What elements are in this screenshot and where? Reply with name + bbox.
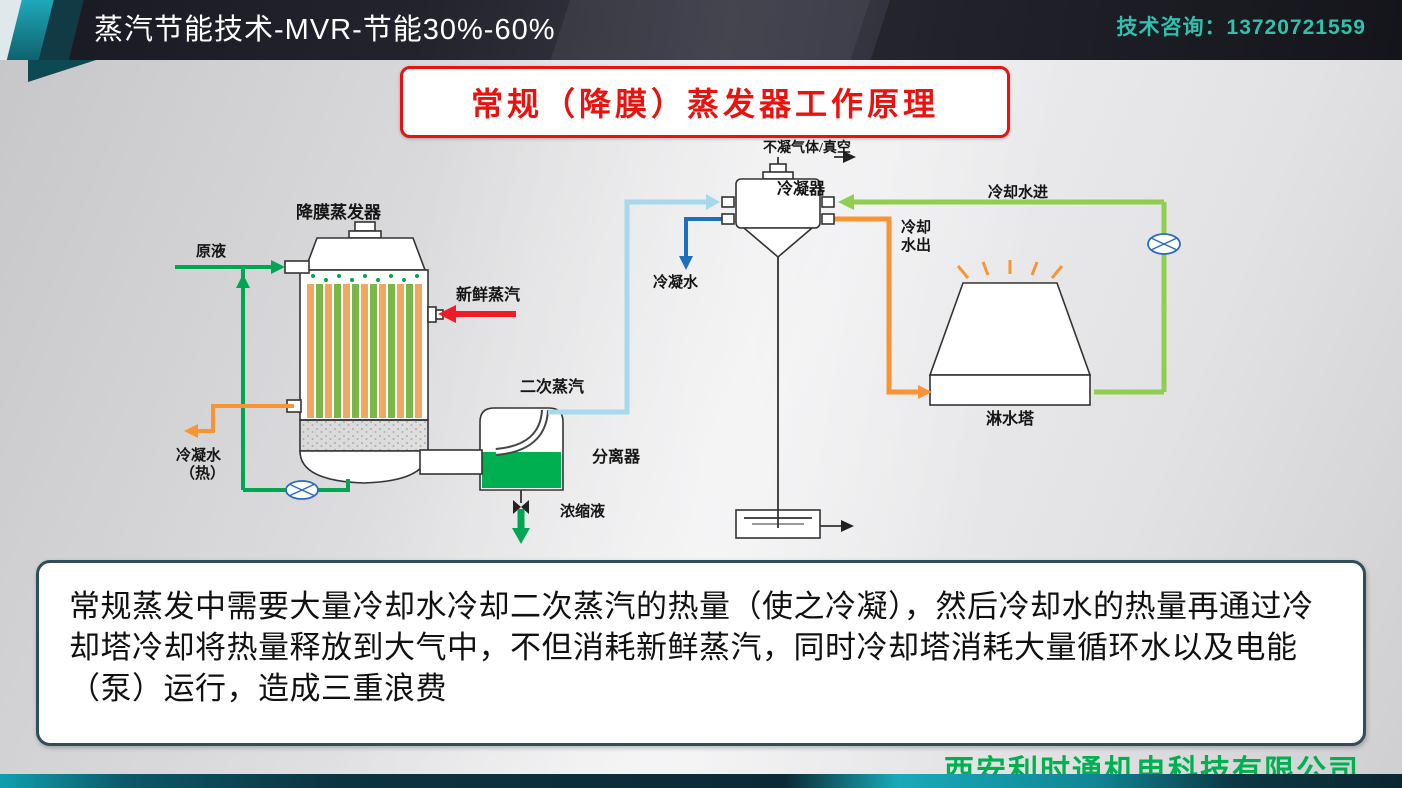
evaporator <box>284 221 483 484</box>
cooling-water-in-line <box>838 194 1167 395</box>
header-ribbon-tail <box>28 60 96 82</box>
separator-label: 分离器 <box>592 447 641 466</box>
seal-tank <box>735 509 821 539</box>
steam-nozzle-flange <box>435 309 444 320</box>
evaporator-bottom-head <box>299 450 429 484</box>
concentrate-arrow <box>512 528 530 544</box>
cooling-out-arrow <box>918 385 932 399</box>
cooling-out-label-2: 水出 <box>901 236 931 254</box>
secondary-steam-arrow <box>706 194 720 210</box>
fresh-steam-label: 新鲜蒸汽 <box>456 285 520 304</box>
distribution-droplets <box>311 274 419 282</box>
fan-icon <box>1147 233 1181 255</box>
separator <box>479 407 564 544</box>
condensate-arrow <box>679 256 693 270</box>
condenser-vent-nozzle <box>769 163 787 174</box>
condenser-label: 冷凝器 <box>777 179 826 198</box>
cooling-in-arrow <box>838 194 854 210</box>
secondary-steam-label: 二次蒸汽 <box>520 377 584 396</box>
hot-condensate-label-2: （热） <box>180 464 225 482</box>
hot-condensate-arrow <box>184 424 198 438</box>
evaporator-tubes <box>305 284 423 418</box>
condenser-nozzle <box>721 213 735 225</box>
separator-shell <box>479 407 564 491</box>
evaporator-top-nozzle <box>354 221 376 232</box>
evaporator-sump <box>299 419 429 452</box>
vacuum-label: 不凝气体/真空 <box>763 139 851 156</box>
feed-arrow <box>271 260 285 274</box>
pump-icon <box>285 480 319 500</box>
summary-box: 常规蒸发中需要大量冷却水冷却二次蒸汽的热量（使之冷凝），然后冷却水的热量再通过冷… <box>36 560 1366 746</box>
condensate-line <box>679 217 724 270</box>
header-facet <box>547 0 873 60</box>
vacuum-line <box>777 151 856 170</box>
steam-nozzle <box>427 306 437 323</box>
evaporator-body <box>299 269 429 421</box>
hot-condensate-label: 冷凝水 <box>176 446 222 464</box>
evaporator-label: 降膜蒸发器 <box>296 202 382 222</box>
concentrate-label: 浓缩液 <box>560 502 606 520</box>
condenser-shell <box>735 178 821 229</box>
feed-recirculation-loop <box>175 260 350 492</box>
condenser-nozzle <box>821 196 835 208</box>
tower-basin <box>929 374 1091 406</box>
header-title: 蒸汽节能技术-MVR-节能30%-60% <box>94 14 556 46</box>
condenser <box>721 163 835 259</box>
feed-label: 原液 <box>196 242 227 260</box>
cooling-water-out-line <box>830 216 932 399</box>
evaporator-dome <box>303 237 427 271</box>
tank-outlet-arrow <box>841 520 854 532</box>
summary-text: 常规蒸发中需要大量冷却水冷却二次蒸汽的热量（使之冷凝），然后冷却水的热量再通过冷… <box>69 589 1314 706</box>
feed-nozzle <box>284 260 310 274</box>
transfer-duct <box>419 449 483 475</box>
barometric-leg <box>735 257 854 539</box>
condensate-nozzle <box>286 399 302 413</box>
evaporator-top-flange <box>348 230 382 239</box>
diagram-title-box: 常规（降膜）蒸发器工作原理 <box>400 66 1010 138</box>
hot-condensate-line <box>184 404 294 438</box>
fresh-steam-arrow <box>438 305 456 323</box>
spray-marks-icon <box>956 260 1064 279</box>
vacuum-arrow <box>843 151 856 163</box>
separator-liquid <box>482 452 561 488</box>
condenser-nozzle <box>721 196 735 208</box>
contact-info: 技术咨询：13720721559 <box>1116 16 1366 39</box>
diagram-labels: 降膜蒸发器 原液 新鲜蒸汽 冷凝水 （热） 二次蒸汽 分离器 浓缩液 冷凝器 不… <box>176 139 1048 520</box>
cooling-in-label: 冷却水进 <box>988 183 1048 201</box>
footer-bar <box>0 774 1402 788</box>
tower-label: 淋水塔 <box>986 409 1035 428</box>
condenser-nozzle <box>821 213 835 225</box>
valve-icon <box>513 500 529 514</box>
recirculation-up-arrow <box>236 274 250 288</box>
header-bar: 蒸汽节能技术-MVR-节能30%-60% 技术咨询：13720721559 <box>0 0 1402 60</box>
diagram-title: 常规（降膜）蒸发器工作原理 <box>470 86 939 122</box>
condenser-cone <box>741 227 815 259</box>
condensate-label: 冷凝水 <box>653 273 699 291</box>
separator-inlet-pipe <box>495 409 549 456</box>
tower-shell <box>928 282 1092 376</box>
cooling-tower <box>928 260 1092 406</box>
secondary-steam-line <box>548 194 720 415</box>
condenser-vent-flange <box>762 171 794 180</box>
fresh-steam-flow <box>438 305 516 323</box>
cooling-out-label: 冷却 <box>901 218 931 236</box>
